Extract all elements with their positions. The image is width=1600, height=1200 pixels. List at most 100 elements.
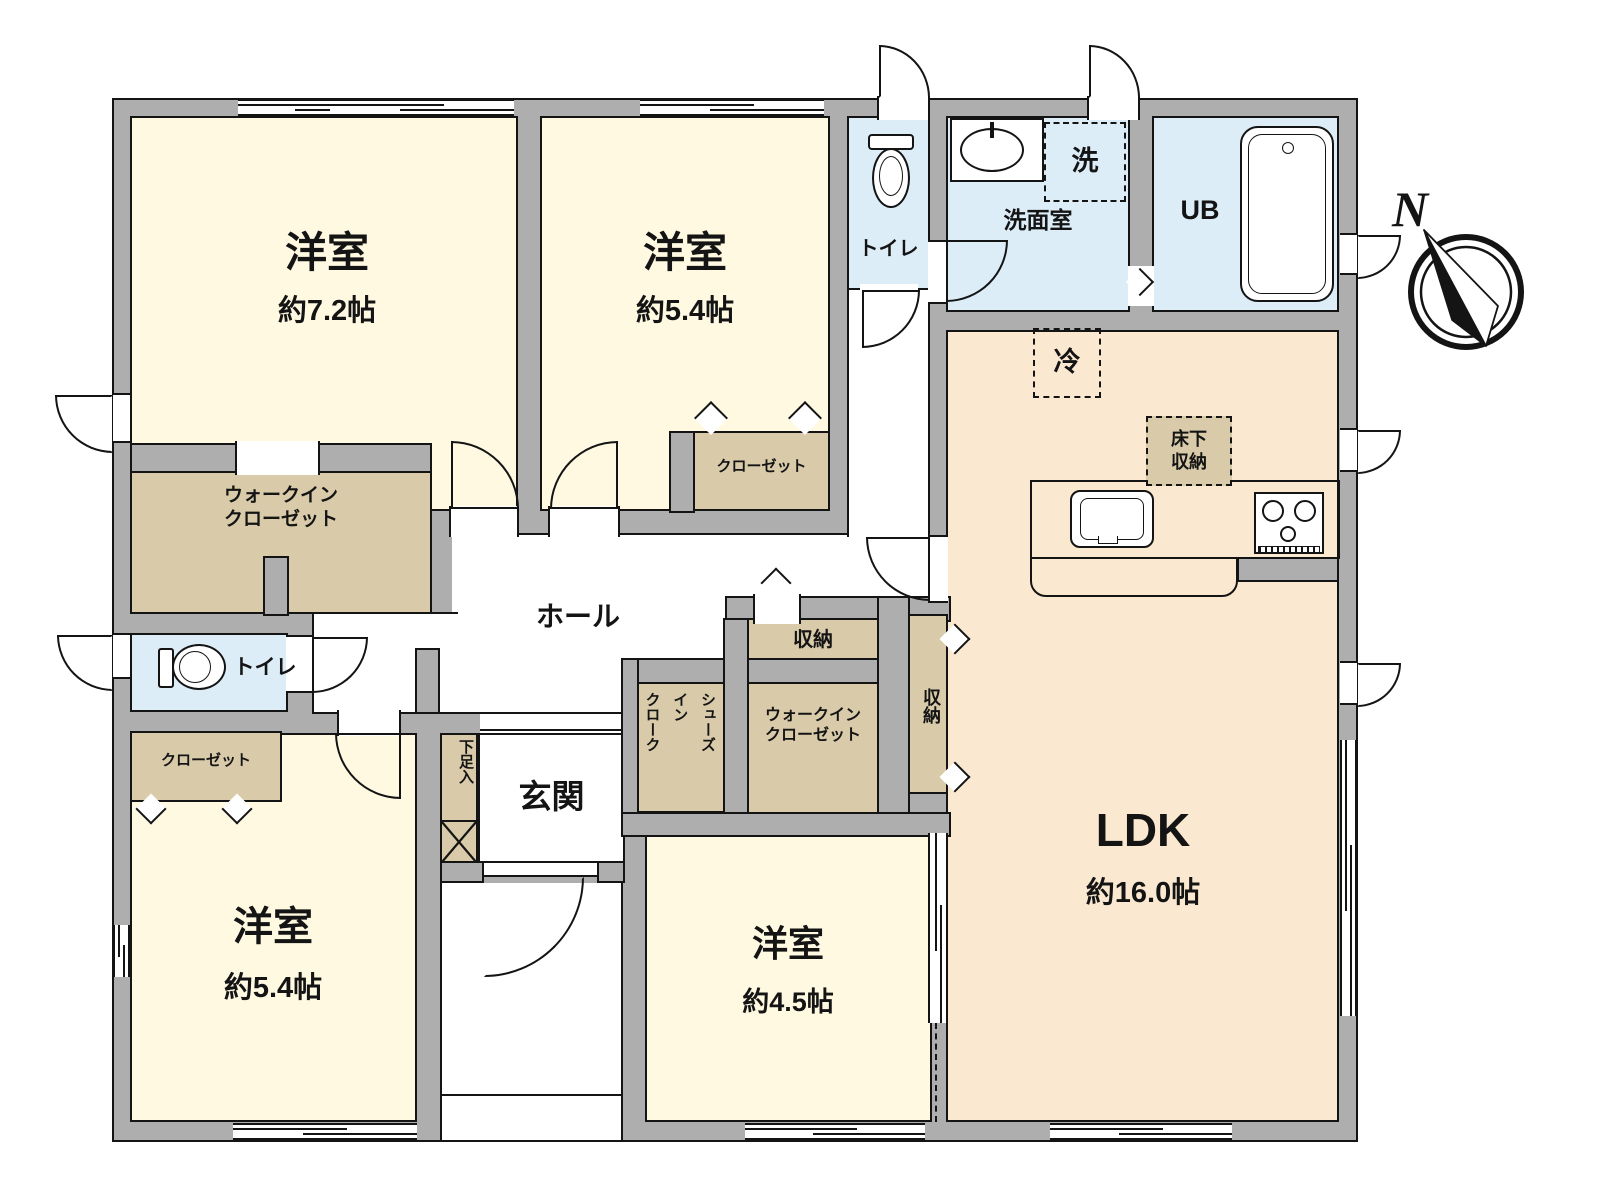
window-bedroom2 <box>640 99 824 116</box>
label-wic-center: ウォークイン クローゼット <box>764 707 861 744</box>
washroom-sink-tap <box>990 122 994 138</box>
washing-machine-label: 洗 <box>1071 146 1099 177</box>
wall-bedroom4-top <box>621 812 951 837</box>
door-arc-ldk-right-mid <box>1357 663 1401 707</box>
toilet-left-seat <box>179 651 211 683</box>
front-door-leaf <box>482 861 599 877</box>
stove-grill <box>1258 546 1320 553</box>
label-washroom: 洗面室 <box>1003 206 1073 233</box>
entry-door-opening-washroom <box>1087 96 1140 120</box>
label-bedroom3-name: 洋室 <box>233 905 313 949</box>
door-opening-ldk-right-upper <box>1340 428 1357 472</box>
label-bedroom3-size: 約5.4帖 <box>223 971 323 1004</box>
entry-door-opening-toilet-top <box>877 96 930 120</box>
wall-hall-stub <box>415 648 440 714</box>
window-bedroom4-bottom <box>745 1123 926 1140</box>
underfloor-storage-label: 床下 収納 <box>1171 428 1207 472</box>
window-bedroom1-b <box>330 99 514 116</box>
wall-storage-mid <box>747 658 879 684</box>
bathtub-drain <box>1282 142 1294 154</box>
wall-porch-left-stub <box>440 861 484 883</box>
compass-icon: N <box>1391 181 1524 350</box>
window-ldk-bottom <box>1050 1123 1232 1140</box>
stove-burner-icon <box>1262 500 1284 522</box>
bathtub <box>1240 126 1334 302</box>
porch-step-line <box>442 1094 621 1097</box>
label-storage-ldk: 収納 <box>921 688 941 724</box>
label-hall: ホール <box>535 600 620 632</box>
label-toilet-left: トイレ <box>233 655 297 679</box>
label-shoe-cabinet: 下足入 <box>457 739 474 784</box>
door-opening-storage-hall <box>753 594 801 624</box>
label-bedroom1-size: 約7.2帖 <box>277 294 377 327</box>
window-opening-toilet-left <box>113 633 130 679</box>
door-opening-washroom <box>928 240 948 304</box>
label-ldk-size: 約16.0帖 <box>1085 876 1201 909</box>
label-bedroom1-name: 洋室 <box>284 228 369 276</box>
kitchen-sink-tab <box>1098 536 1118 544</box>
window-arc-toilet-left <box>57 635 113 691</box>
entry-door-arc-toilet-top <box>879 45 930 98</box>
door-arc-ldk-right-upper <box>1357 430 1401 474</box>
wall-kitchen <box>1237 557 1339 582</box>
refrigerator-label: 冷 <box>1053 347 1081 378</box>
room-storage-ldk <box>908 614 948 794</box>
kitchen-sink-inner <box>1080 498 1144 540</box>
label-bedroom4-size: 約4.5帖 <box>742 987 834 1018</box>
room-ldk <box>946 330 1339 1122</box>
room-closet-left <box>130 731 282 802</box>
entrance-step-band <box>480 714 623 735</box>
window-bedroom3-bottom <box>233 1123 417 1140</box>
window-ldk-right <box>1340 740 1357 1016</box>
label-shoes-in-cloak: シューズ イン クローク <box>643 692 717 752</box>
wall-closet-top-left <box>669 431 695 513</box>
door-opening-bedroom3 <box>337 710 401 736</box>
x-mark-icon <box>442 822 476 862</box>
label-unit-bath: UB <box>1180 195 1220 226</box>
room-bedroom-bottom-middle <box>645 835 932 1122</box>
stove-burner-icon <box>1280 526 1296 542</box>
label-closet-left: クローゼット <box>160 751 251 769</box>
room-shoes-in-cloak <box>637 682 725 813</box>
door-opening-bedroom2 <box>548 506 620 537</box>
label-closet-top-middle: クローゼット <box>716 457 807 475</box>
washing-machine-box: 洗 <box>1044 122 1126 202</box>
sliding-door-bedroom4-ldk <box>928 833 948 1024</box>
wall-wic-left-stub <box>263 556 289 616</box>
entrance-step-line <box>480 729 623 732</box>
door-opening-ldk <box>928 535 948 603</box>
toilet-top-seat <box>879 156 903 196</box>
refrigerator-box: 冷 <box>1033 328 1101 398</box>
compass-north-label: N <box>1391 181 1430 237</box>
shoe-cabinet-xbox <box>440 820 478 865</box>
label-bedroom2-name: 洋室 <box>642 228 727 276</box>
door-opening-toilet-left <box>286 635 314 693</box>
underfloor-storage-box: 床下 収納 <box>1146 416 1232 486</box>
kitchen-stove <box>1254 492 1324 554</box>
door-opening-unit-bath-right <box>1340 233 1357 275</box>
wall-porch-right-stub <box>597 861 625 883</box>
room-closet-top-middle <box>693 431 830 511</box>
label-bedroom2-size: 約5.4帖 <box>635 294 735 327</box>
wall-storage-right <box>877 596 910 816</box>
label-ldk-name: LDK <box>1095 804 1191 857</box>
stove-burner-icon <box>1294 500 1316 522</box>
entry-door-arc-washroom <box>1089 45 1140 98</box>
window-bedroom3-left <box>113 925 130 977</box>
bathtub-inner <box>1248 134 1326 294</box>
window-arc-bedroom1-left <box>55 395 113 453</box>
label-storage-hall: 収納 <box>793 628 833 651</box>
door-opening-bedroom1 <box>449 506 519 537</box>
kitchen-island <box>1030 557 1238 597</box>
door-opening-ldk-right-mid <box>1340 661 1357 705</box>
wall-storage-left <box>723 618 749 814</box>
door-opening-wic-left <box>235 441 320 475</box>
window-opening-bedroom1-left <box>113 393 130 443</box>
shoe-cabinet <box>440 733 478 822</box>
label-bedroom4-name: 洋室 <box>751 922 824 964</box>
label-wic-left: ウォークイン クローゼット <box>223 485 338 530</box>
label-toilet-top: トイレ <box>858 237 919 260</box>
label-entrance: 玄関 <box>518 778 585 816</box>
entrance-floor <box>478 733 625 865</box>
partition-dashed-line <box>935 1023 938 1122</box>
